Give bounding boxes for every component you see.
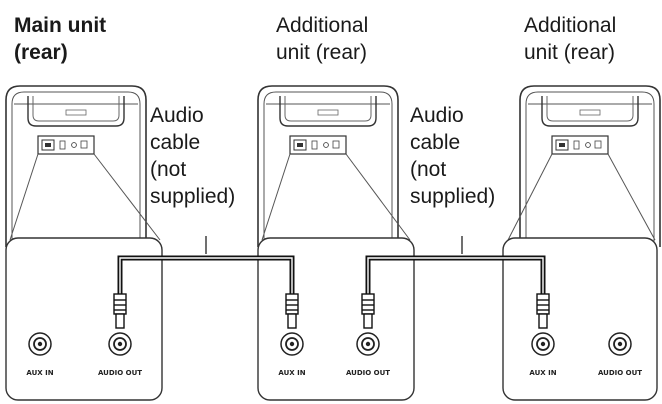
plug-unit2-aux-in (536, 293, 550, 329)
audio-cable-1-line1: Audio (150, 104, 204, 127)
zoom-lines (9, 153, 656, 241)
audio-cable-2-label: Audio cable (not supplied) (410, 102, 495, 210)
additional-unit-2-label-line2: unit (rear) (524, 41, 616, 64)
audio-cable-2-line1: Audio (410, 104, 464, 127)
main-unit-label: Main unit (rear) (14, 12, 106, 66)
additional-unit-2-rear (519, 85, 661, 248)
additional-unit-1-label-line2: unit (rear) (276, 41, 368, 64)
main-unit-rear (5, 85, 147, 248)
unit2-audio-out-jack (608, 332, 632, 356)
audio-cable-1-line4: supplied) (150, 185, 236, 208)
additional-unit-1-label: Additional unit (rear) (276, 12, 368, 66)
unit2-aux-in-jack (531, 332, 555, 356)
additional-unit-1-port-panel (257, 237, 415, 401)
main-unit-port-panel (5, 237, 163, 401)
audio-cable-2-line3: (not (410, 158, 447, 181)
unit1-audio-out-jack (356, 332, 380, 356)
main-audio-out-jack (108, 332, 132, 356)
plug-unit1-aux-in (285, 293, 299, 329)
audio-cable-2-line4: supplied) (410, 185, 496, 208)
audio-cable-1-line2: cable (150, 131, 201, 154)
main-audio-out-label: AUDIO OUT (98, 369, 142, 377)
unit1-audio-out-label: AUDIO OUT (346, 369, 390, 377)
main-unit-label-line2: (rear) (14, 41, 68, 64)
additional-unit-1-label-line1: Additional (276, 14, 369, 37)
audio-cable-1-label: Audio cable (not supplied) (150, 102, 235, 210)
plug-main-audio-out (113, 293, 127, 329)
unit1-aux-in-label: AUX IN (278, 369, 305, 377)
additional-unit-2-label-line1: Additional (524, 14, 617, 37)
unit1-aux-in-jack (280, 332, 304, 356)
unit2-aux-in-label: AUX IN (529, 369, 556, 377)
audio-cable-1 (117, 236, 295, 300)
unit2-audio-out-label: AUDIO OUT (598, 369, 642, 377)
plug-unit1-audio-out (361, 293, 375, 329)
additional-unit-2-label: Additional unit (rear) (524, 12, 616, 66)
audio-cable-2 (365, 236, 546, 300)
additional-unit-1-rear (257, 85, 399, 248)
main-aux-in-jack (28, 332, 52, 356)
audio-cable-1-line3: (not (150, 158, 187, 181)
audio-cable-2-line2: cable (410, 131, 461, 154)
main-aux-in-label: AUX IN (26, 369, 53, 377)
main-unit-label-line1: Main unit (14, 14, 107, 37)
